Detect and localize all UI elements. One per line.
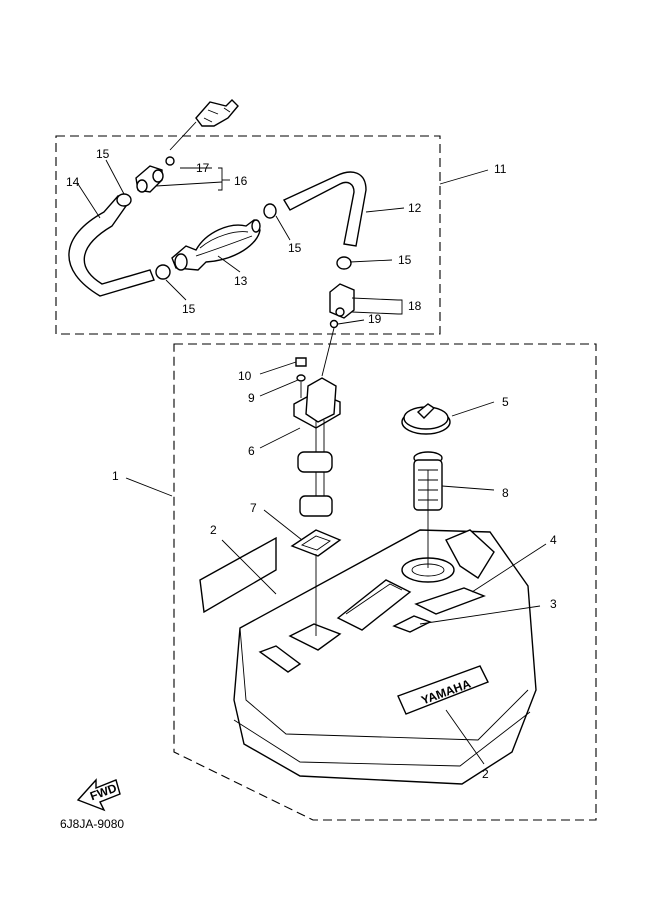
callout-15: 15 <box>96 147 110 161</box>
fuel-gauge-assembly <box>293 377 341 517</box>
fuel-hose-12 <box>282 171 367 247</box>
fuel-strainer <box>413 451 443 511</box>
callout-2: 2 <box>482 767 489 781</box>
hose-joint <box>135 156 175 193</box>
filler-cap <box>401 403 451 435</box>
callout-16: 16 <box>234 174 248 188</box>
decal <box>199 536 277 614</box>
callout-11: 11 <box>494 162 507 176</box>
callout-2: 2 <box>210 523 217 537</box>
callout-8: 8 <box>502 486 509 500</box>
group-box-fuel-tank <box>173 343 597 821</box>
screw-and-washer <box>295 357 307 398</box>
callout-1: 1 <box>112 469 119 483</box>
hose-clamp <box>155 264 171 280</box>
primer-bulb <box>171 218 261 271</box>
callout-17: 17 <box>196 161 210 175</box>
callout-labels: 15 14 17 16 11 12 15 13 15 15 18 19 10 9… <box>66 147 557 781</box>
fuel-connector <box>169 99 239 151</box>
callout-14: 14 <box>66 175 80 189</box>
forward-arrow: FWD <box>76 778 121 812</box>
callout-5: 5 <box>502 395 509 409</box>
drawing-code: 6J8JA-9080 <box>60 817 124 831</box>
gasket <box>290 529 342 557</box>
callout-19: 19 <box>368 312 382 326</box>
callout-15: 15 <box>398 253 412 267</box>
hose-clamp <box>336 256 352 270</box>
callout-10: 10 <box>238 369 252 383</box>
group-box-fuel-line <box>55 135 441 335</box>
tank-fitting <box>321 283 355 377</box>
fuel-hose-14 <box>68 194 155 297</box>
callout-15: 15 <box>288 241 302 255</box>
fuel-tank: YAMAHA <box>233 529 537 785</box>
callout-4: 4 <box>550 533 557 547</box>
hose-clamp <box>263 203 277 219</box>
leader-lines <box>77 159 547 765</box>
callout-7: 7 <box>250 501 257 515</box>
callout-3: 3 <box>550 597 557 611</box>
callout-13: 13 <box>234 274 248 288</box>
hose-clamp <box>116 193 132 207</box>
callout-6: 6 <box>248 444 255 458</box>
callout-15: 15 <box>182 302 196 316</box>
callout-9: 9 <box>248 391 255 405</box>
callout-12: 12 <box>408 201 422 215</box>
callout-18: 18 <box>408 299 422 313</box>
